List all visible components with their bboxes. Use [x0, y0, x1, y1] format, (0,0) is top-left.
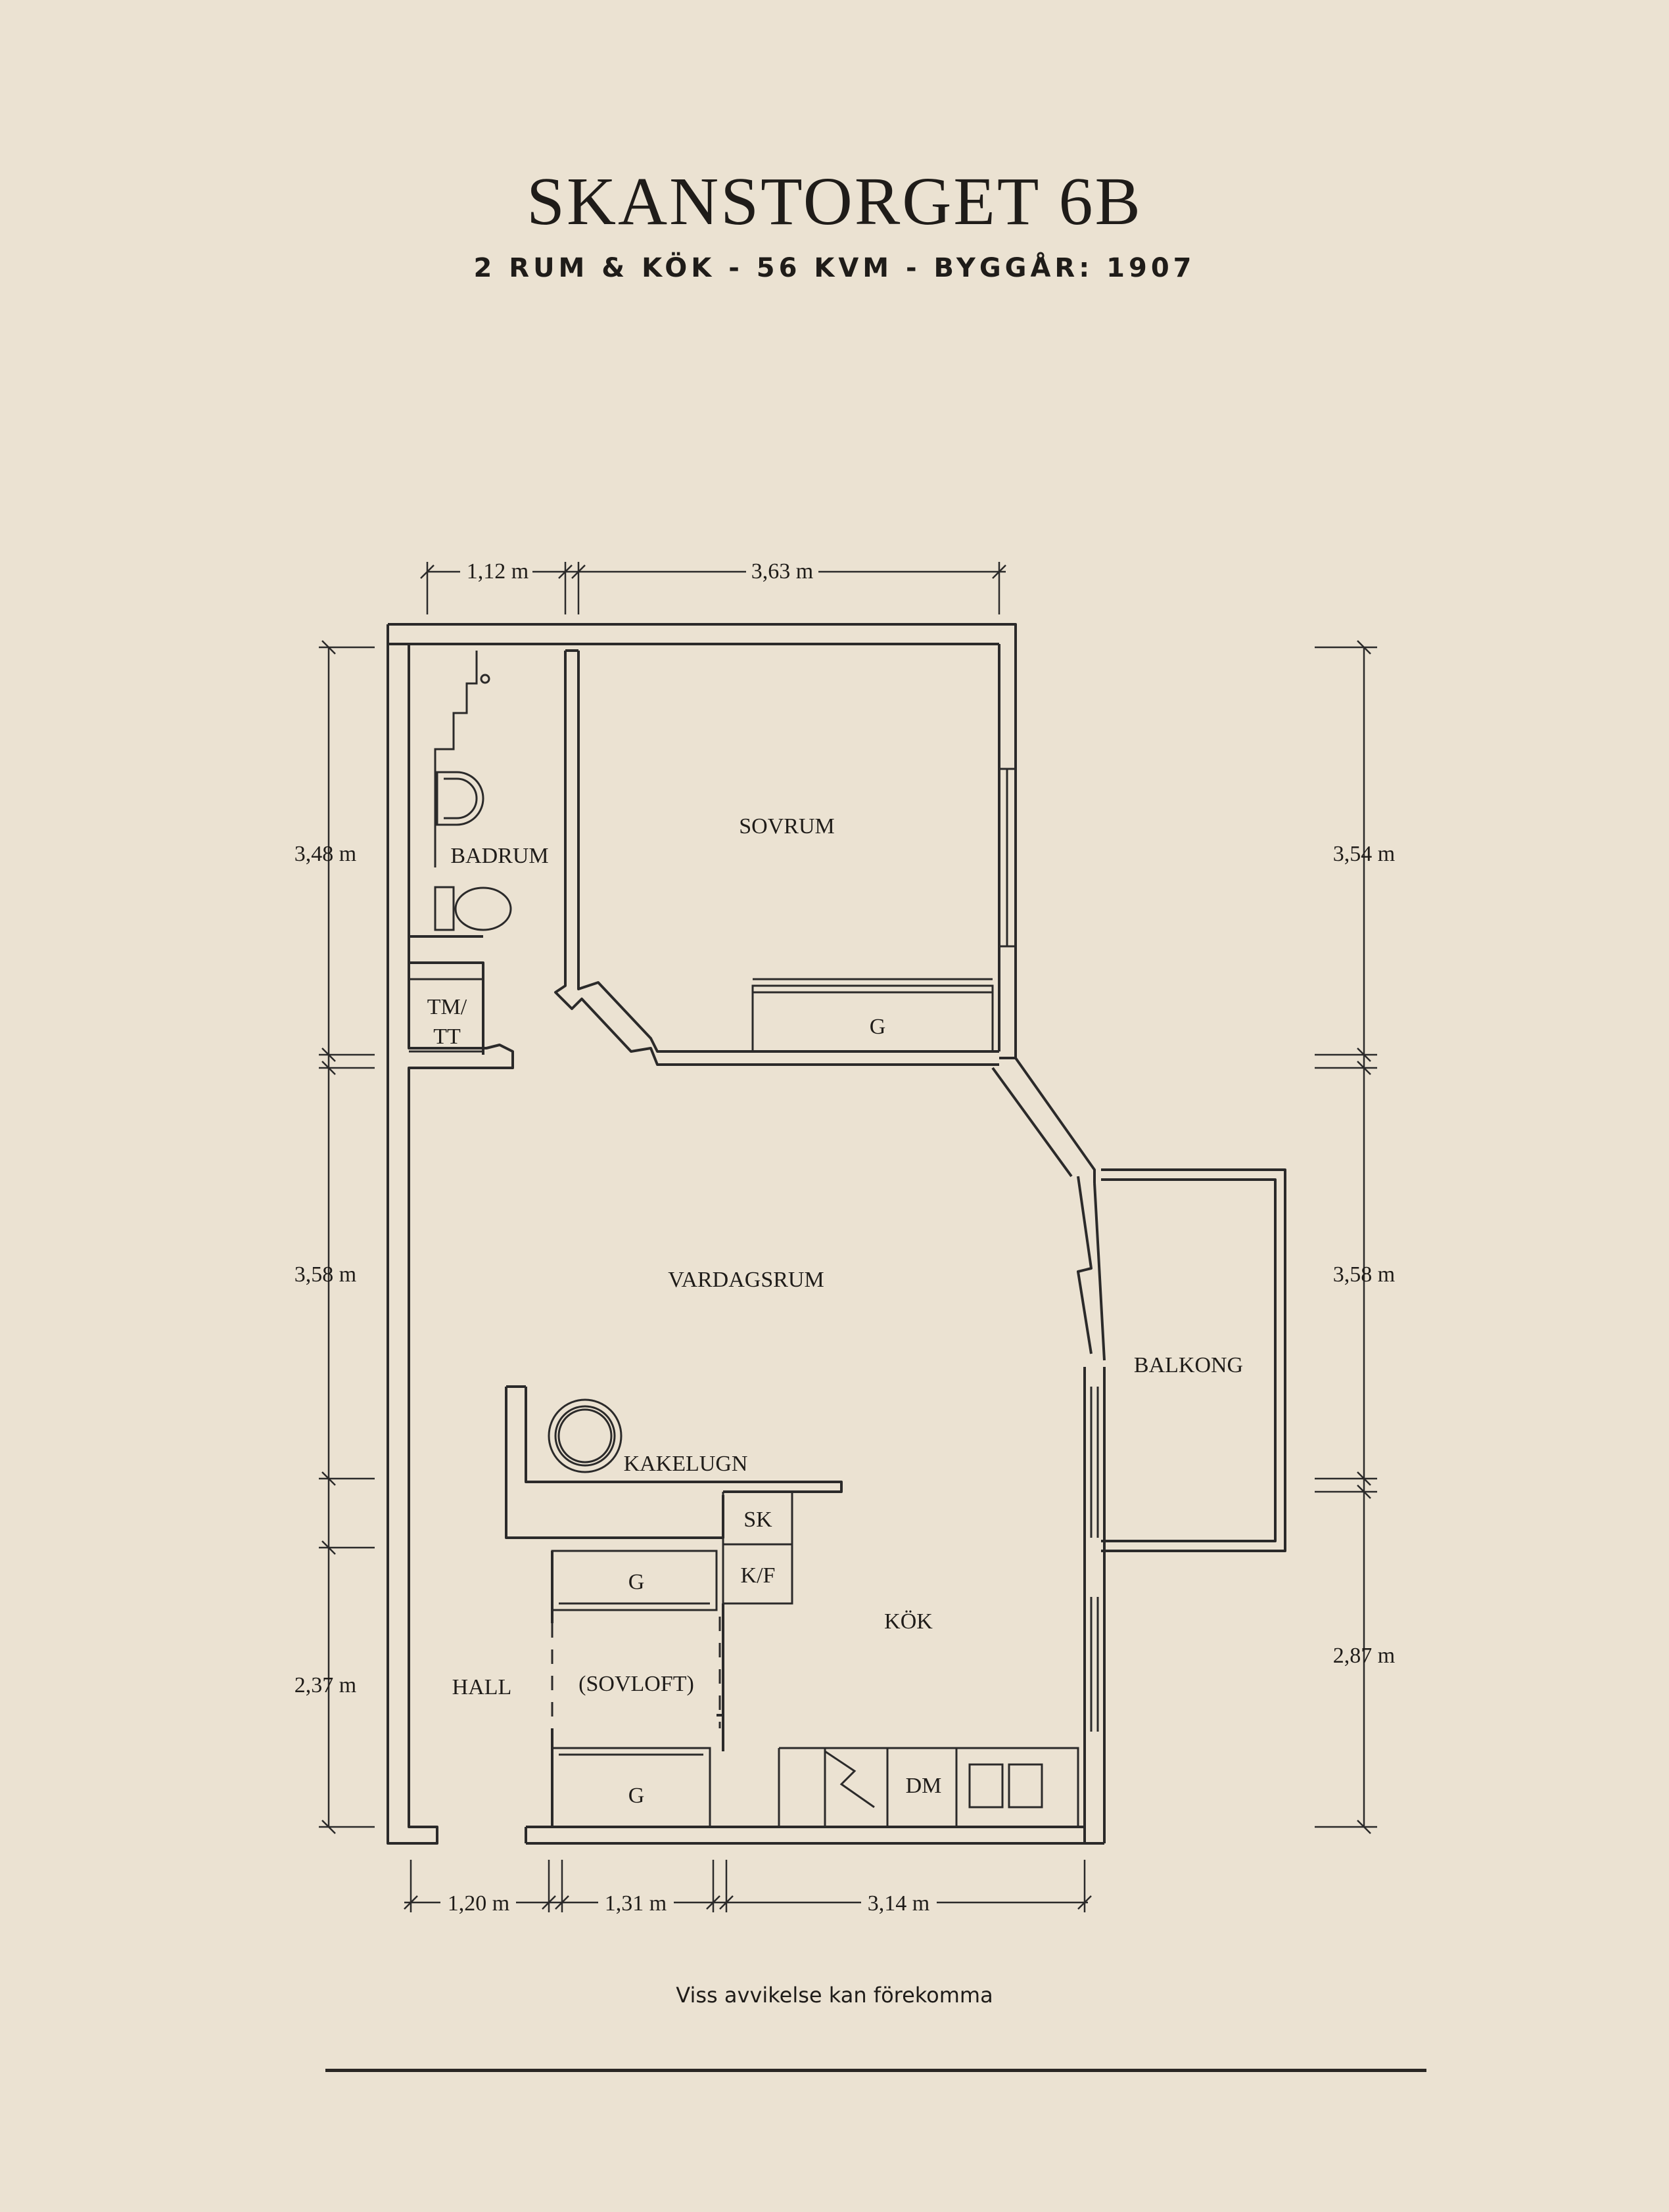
- dimension-labels: 1,12 m 3,63 m 3,48 m 3,58 m 2,37 m 3,54 …: [294, 557, 1395, 1918]
- bedroom-walls: [554, 649, 999, 1066]
- bathroom: [408, 651, 512, 1053]
- label-tt: TT: [433, 1025, 461, 1049]
- label-dm: DM: [906, 1774, 942, 1798]
- footer-divider: [325, 2069, 1426, 2072]
- outer-walls: [387, 623, 1106, 1845]
- page-subtitle: 2 RUM & KÖK - 56 KVM - BYGGÅR: 1907: [473, 253, 1196, 283]
- kitchen-cabinets: [722, 1490, 793, 1715]
- room-labels: BADRUM SOVRUM TM/ TT G VARDAGSRUM BALKON…: [427, 814, 1243, 1808]
- label-sk: SK: [743, 1508, 772, 1532]
- label-g-bedroom: G: [870, 1015, 886, 1039]
- kitchen-counter: [778, 1747, 1079, 1827]
- label-g-hall-upper: G: [628, 1570, 645, 1594]
- label-sovrum: SOVRUM: [739, 814, 834, 839]
- dim-right-middle: 3,58 m: [1333, 1262, 1395, 1287]
- dim-bottom-right: 3,14 m: [868, 1891, 929, 1916]
- label-tm: TM/: [427, 995, 467, 1019]
- disclaimer: Viss avvikelse kan förekomma: [676, 1983, 993, 2008]
- dim-right-upper: 3,54 m: [1333, 842, 1395, 866]
- label-vardagsrum: VARDAGSRUM: [668, 1268, 824, 1292]
- dim-top-left: 1,12 m: [467, 559, 529, 584]
- dim-bottom-left: 1,20 m: [448, 1891, 509, 1916]
- label-badrum: BADRUM: [450, 844, 548, 868]
- dim-left-middle: 3,58 m: [294, 1262, 356, 1287]
- dim-left-upper: 3,48 m: [294, 842, 356, 866]
- label-sovloft: (SOVLOFT): [578, 1672, 694, 1696]
- label-kakelugn: KAKELUGN: [624, 1452, 748, 1476]
- dim-top-right: 3,63 m: [751, 559, 813, 584]
- label-balkong: BALKONG: [1134, 1353, 1243, 1377]
- label-hall: HALL: [452, 1675, 512, 1699]
- page-title: SKANSTORGET 6B: [527, 164, 1142, 239]
- dim-right-lower: 2,87 m: [1333, 1644, 1395, 1668]
- label-kf: K/F: [741, 1563, 776, 1588]
- balcony: [1101, 1168, 1286, 1552]
- dimension-lines: [319, 562, 1377, 1912]
- label-g-hall-lower: G: [628, 1784, 645, 1808]
- hall-storage: [551, 1550, 724, 1828]
- label-kok: KÖK: [884, 1609, 933, 1634]
- dim-bottom-middle: 1,31 m: [605, 1891, 667, 1916]
- dim-left-lower: 2,37 m: [294, 1673, 356, 1697]
